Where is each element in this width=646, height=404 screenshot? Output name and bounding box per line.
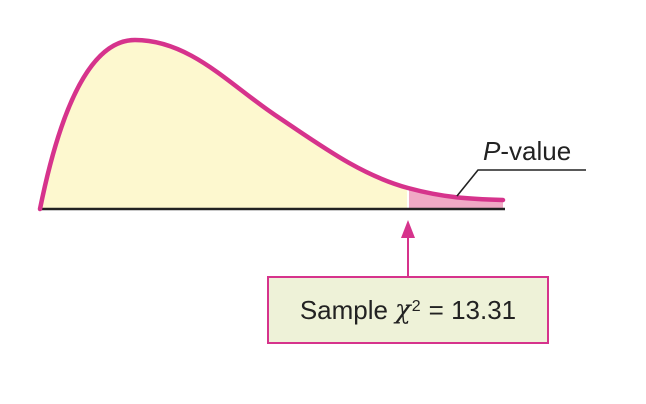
curve-area-fill	[40, 40, 408, 209]
p-value-label: P-value	[483, 136, 571, 167]
chi-symbol: χ	[395, 295, 411, 325]
chi-square-curve	[37, 37, 506, 212]
arrow-head-icon	[401, 220, 415, 238]
sample-prefix: Sample	[299, 294, 388, 325]
chi-superscript: 2	[411, 298, 421, 315]
p-value-leader-line	[456, 169, 586, 197]
p-value-label-rest: -value	[500, 136, 572, 166]
sample-value: = 13.31	[428, 294, 517, 325]
p-value-label-italic: P	[483, 136, 501, 166]
